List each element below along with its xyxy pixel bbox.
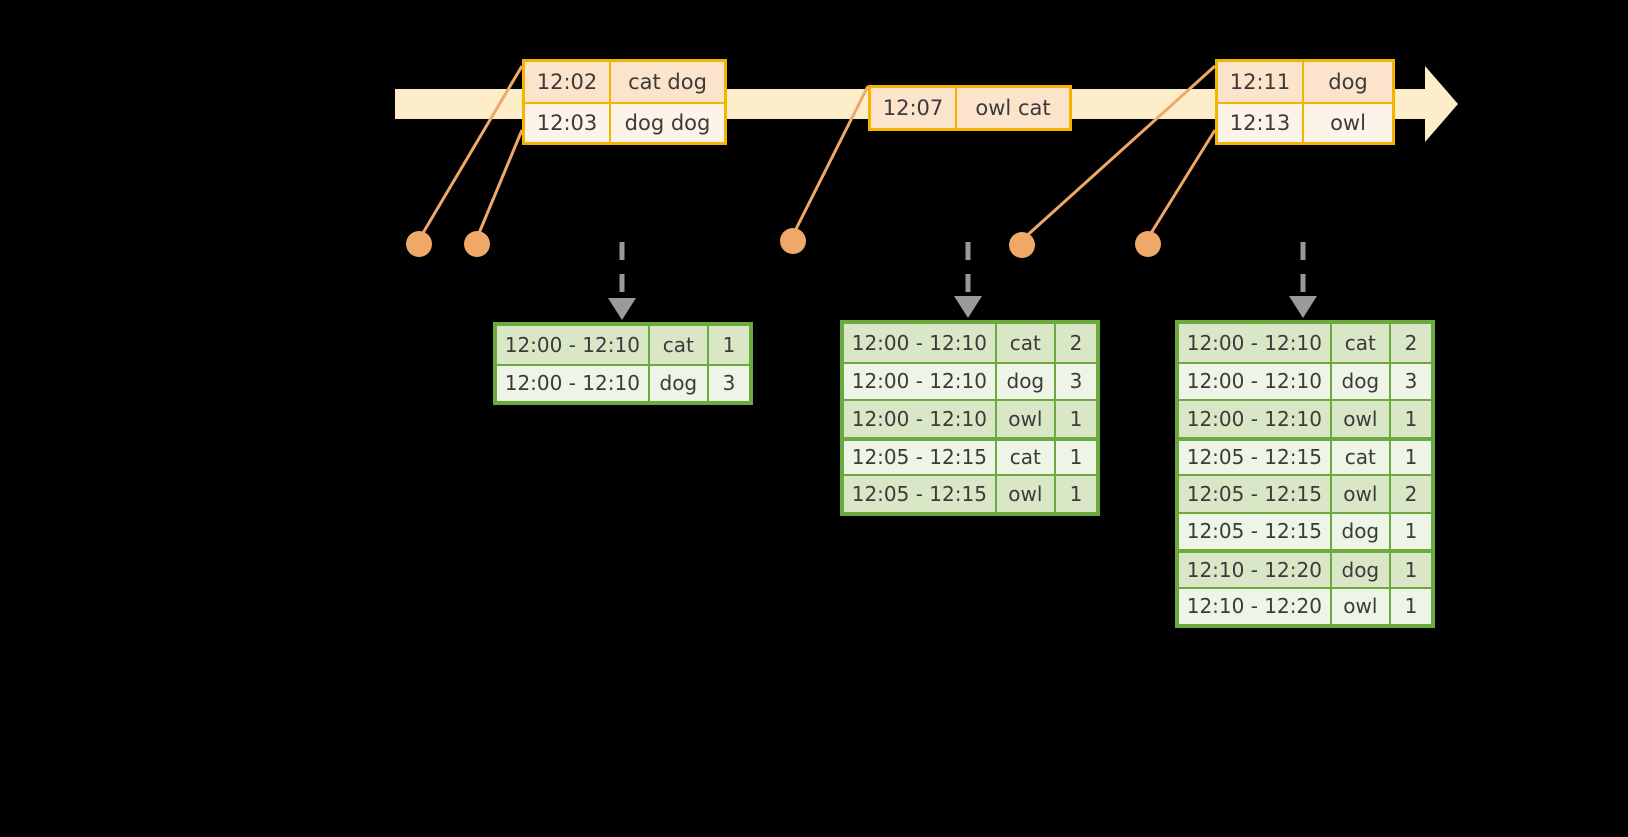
- window-cell: 12:00 - 12:10: [844, 363, 997, 399]
- window-cell: 12:05 - 12:15: [844, 476, 997, 512]
- dashed-arrows: [619, 242, 1306, 300]
- event-time: 12:13: [1218, 104, 1304, 142]
- connector-line-1207: [791, 85, 870, 236]
- window-cell: 12:05 - 12:15: [1179, 440, 1332, 474]
- dashed-arrow-2-head: [954, 296, 982, 318]
- event-row[interactable]: 12:02 cat dog: [525, 62, 724, 102]
- event-marker-1203: [464, 231, 490, 257]
- event-time: 12:11: [1218, 62, 1304, 102]
- event-row[interactable]: 12:13 owl: [1218, 102, 1392, 142]
- window-cell: 12:00 - 12:10: [1179, 324, 1332, 362]
- count-cell: 1: [1390, 588, 1431, 624]
- window-cell: 12:05 - 12:15: [844, 440, 997, 474]
- event-words: cat dog: [611, 62, 724, 102]
- connector-line-1202: [418, 65, 524, 239]
- count-cell: 1: [1055, 476, 1096, 512]
- dashed-arrow-3-head: [1289, 296, 1317, 318]
- window-cell: 12:00 - 12:10: [1179, 401, 1332, 437]
- count-cell: 1: [1390, 553, 1431, 587]
- count-cell: 1: [708, 326, 749, 364]
- word-cell: owl: [1331, 476, 1391, 512]
- dashed-arrow-1-head: [608, 298, 636, 320]
- window-cell: 12:05 - 12:15: [1179, 476, 1332, 512]
- word-cell: cat: [996, 440, 1056, 474]
- word-cell: cat: [1331, 440, 1391, 474]
- window-cell: 12:10 - 12:20: [1179, 588, 1332, 624]
- event-words: dog: [1304, 62, 1392, 102]
- event-marker-1207: [780, 228, 806, 254]
- count-cell: 1: [1055, 440, 1096, 474]
- event-words: owl cat: [957, 88, 1069, 128]
- event-marker-1213: [1135, 231, 1161, 257]
- count-cell: 2: [1390, 476, 1431, 512]
- word-cell: owl: [1331, 401, 1391, 437]
- event-row[interactable]: 12:03 dog dog: [525, 102, 724, 142]
- word-cell: owl: [996, 401, 1056, 437]
- connector-line-1203: [475, 129, 524, 239]
- window-cell: 12:10 - 12:20: [1179, 553, 1332, 587]
- word-cell: owl: [1331, 588, 1391, 624]
- dashed-arrow-heads: [608, 296, 1317, 320]
- event-box-2[interactable]: 12:07 owl cat: [868, 85, 1072, 131]
- word-cell: cat: [996, 324, 1056, 362]
- event-time: 12:02: [525, 62, 611, 102]
- window-cell: 12:00 - 12:10: [497, 365, 650, 401]
- event-time: 12:07: [871, 88, 957, 128]
- count-cell: 1: [1055, 401, 1096, 437]
- count-cell: 3: [1390, 363, 1431, 399]
- event-row[interactable]: 12:07 owl cat: [871, 88, 1069, 128]
- count-cell: 1: [1390, 440, 1431, 474]
- connector-line-1213: [1146, 129, 1217, 239]
- count-cell: 1: [1390, 513, 1431, 549]
- event-markers: [406, 228, 1161, 258]
- count-cell: 2: [1055, 324, 1096, 362]
- window-cell: 12:00 - 12:10: [497, 326, 650, 364]
- word-cell: cat: [1331, 324, 1391, 362]
- event-row[interactable]: 12:11 dog: [1218, 62, 1392, 102]
- event-marker-1202: [406, 231, 432, 257]
- word-cell: dog: [996, 363, 1056, 399]
- word-cell: dog: [649, 365, 709, 401]
- event-box-1[interactable]: 12:02 cat dog 12:03 dog dog: [522, 59, 727, 145]
- count-cell: 1: [1390, 401, 1431, 437]
- word-cell: cat: [649, 326, 709, 364]
- event-marker-1211: [1009, 232, 1035, 258]
- window-cell: 12:05 - 12:15: [1179, 513, 1332, 549]
- window-cell: 12:00 - 12:10: [1179, 363, 1332, 399]
- window-cell: 12:00 - 12:10: [844, 324, 997, 362]
- event-words: owl: [1304, 104, 1392, 142]
- event-words: dog dog: [611, 104, 724, 142]
- event-time: 12:03: [525, 104, 611, 142]
- count-cell: 3: [708, 365, 749, 401]
- event-box-3[interactable]: 12:11 dog 12:13 owl: [1215, 59, 1395, 145]
- word-cell: dog: [1331, 513, 1391, 549]
- count-cell: 3: [1055, 363, 1096, 399]
- word-cell: owl: [996, 476, 1056, 512]
- word-cell: dog: [1331, 553, 1391, 587]
- window-cell: 12:00 - 12:10: [844, 401, 997, 437]
- word-cell: dog: [1331, 363, 1391, 399]
- count-cell: 2: [1390, 324, 1431, 362]
